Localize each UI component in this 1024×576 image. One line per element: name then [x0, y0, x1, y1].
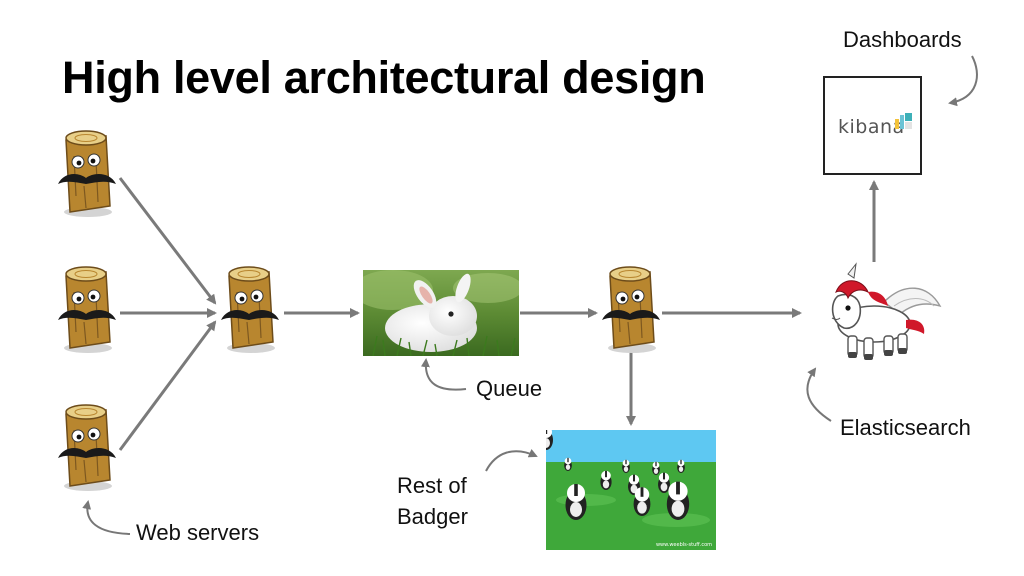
- log-mascot-icon: [58, 130, 116, 217]
- badger-scene-icon: [546, 430, 716, 550]
- callout-queue: [420, 358, 467, 391]
- log-mascot-icon: [601, 266, 661, 354]
- rest-of-badger-line1: Rest of: [397, 473, 467, 498]
- callout-web-servers: [82, 500, 131, 535]
- badger-photo: www.weebls-stuff.com: [546, 430, 716, 550]
- callout-elasticsearch: [806, 367, 832, 422]
- slide-title: High level architectural design: [62, 52, 706, 103]
- kibana-box: kibana: [823, 76, 922, 175]
- badger-photo-credit: www.weebls-stuff.com: [655, 542, 712, 548]
- log-mascot-icon: [57, 404, 117, 492]
- web-servers-label: Web servers: [136, 520, 260, 545]
- kibana-bars-icon: [895, 113, 912, 129]
- pony-icon: [831, 262, 942, 360]
- elasticsearch-label: Elasticsearch: [840, 415, 971, 440]
- log-mascot-icon: [220, 266, 280, 354]
- arrow-web1-to-shipper: [118, 177, 217, 305]
- rest-of-badger-label: Rest of Badger: [397, 470, 468, 532]
- dashboards-label: Dashboards: [843, 27, 962, 52]
- arrow-web3-to-shipper: [118, 320, 217, 451]
- callout-rest-of-badger: [485, 449, 538, 472]
- queue-label: Queue: [476, 376, 543, 401]
- callout-dashboards: [948, 55, 978, 107]
- log-mascot-icon: [57, 266, 117, 354]
- rabbit-photo: [363, 270, 519, 356]
- kibana-logo-icon: kibana: [838, 116, 905, 138]
- rest-of-badger-line2: Badger: [397, 504, 468, 529]
